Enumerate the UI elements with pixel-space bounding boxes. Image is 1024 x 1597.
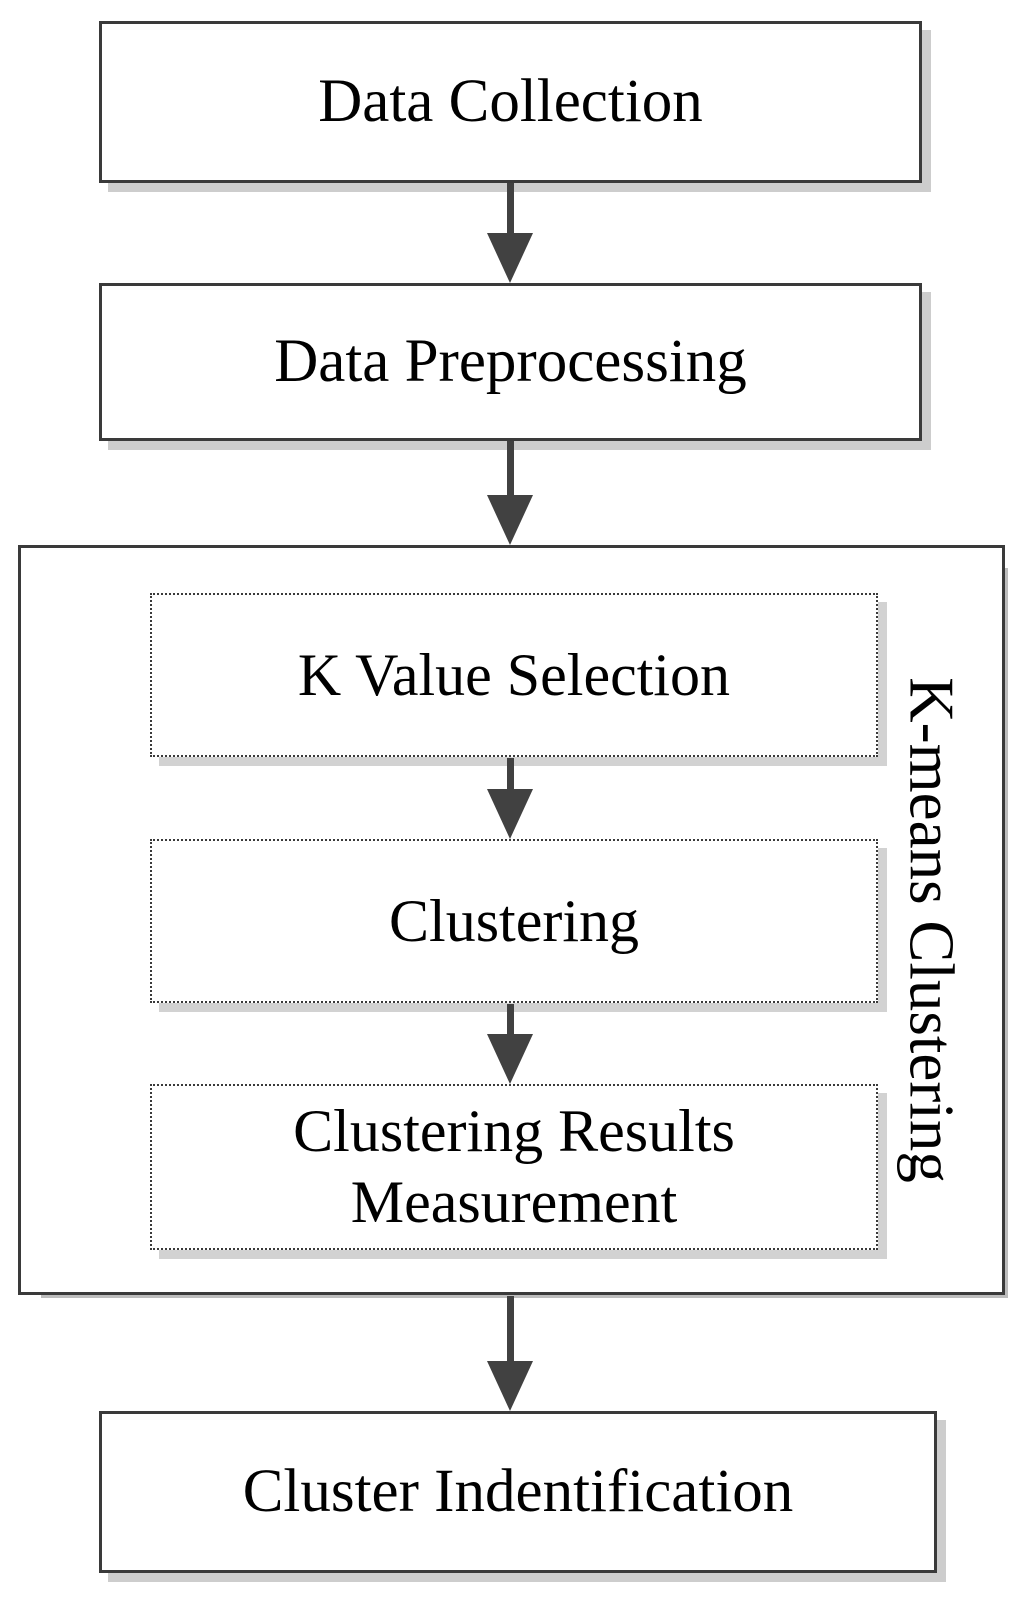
node-clustering: Clustering — [150, 839, 878, 1003]
node-data-collection: Data Collection — [99, 21, 922, 183]
arrow-head-icon — [487, 495, 533, 545]
node-cluster-identification-label: Cluster Indentification — [242, 1457, 794, 1525]
flow-arrow-down-icon — [487, 183, 533, 283]
node-k-value-selection: K Value Selection — [150, 593, 878, 757]
arrow-head-icon — [487, 233, 533, 283]
node-cluster-identification: Cluster Indentification — [99, 1411, 937, 1573]
node-clustering-results-measurement: Clustering Results Measurement — [150, 1084, 878, 1250]
flow-arrow-down-icon — [487, 441, 533, 545]
node-data-preprocessing: Data Preprocessing — [99, 283, 922, 441]
arrow-shaft — [506, 1296, 514, 1361]
flow-arrow-down-icon — [487, 1004, 533, 1084]
arrow-head-icon — [487, 1034, 533, 1084]
kmeans-clustering-group-label: K-means Clustering — [896, 677, 967, 1183]
arrow-head-icon — [487, 1361, 533, 1411]
arrow-head-icon — [487, 789, 533, 839]
arrow-shaft — [506, 1004, 514, 1034]
node-k-value-selection-label: K Value Selection — [297, 641, 731, 708]
arrow-shaft — [506, 183, 514, 233]
flow-arrow-down-icon — [487, 758, 533, 839]
flow-arrow-down-icon — [487, 1296, 533, 1411]
node-data-collection-label: Data Collection — [318, 67, 703, 135]
node-clustering-results-measurement-label: Clustering Results Measurement — [293, 1098, 735, 1235]
node-data-preprocessing-label: Data Preprocessing — [274, 327, 747, 395]
arrow-shaft — [506, 441, 514, 495]
arrow-shaft — [506, 758, 514, 789]
node-clustering-label: Clustering — [389, 887, 639, 954]
